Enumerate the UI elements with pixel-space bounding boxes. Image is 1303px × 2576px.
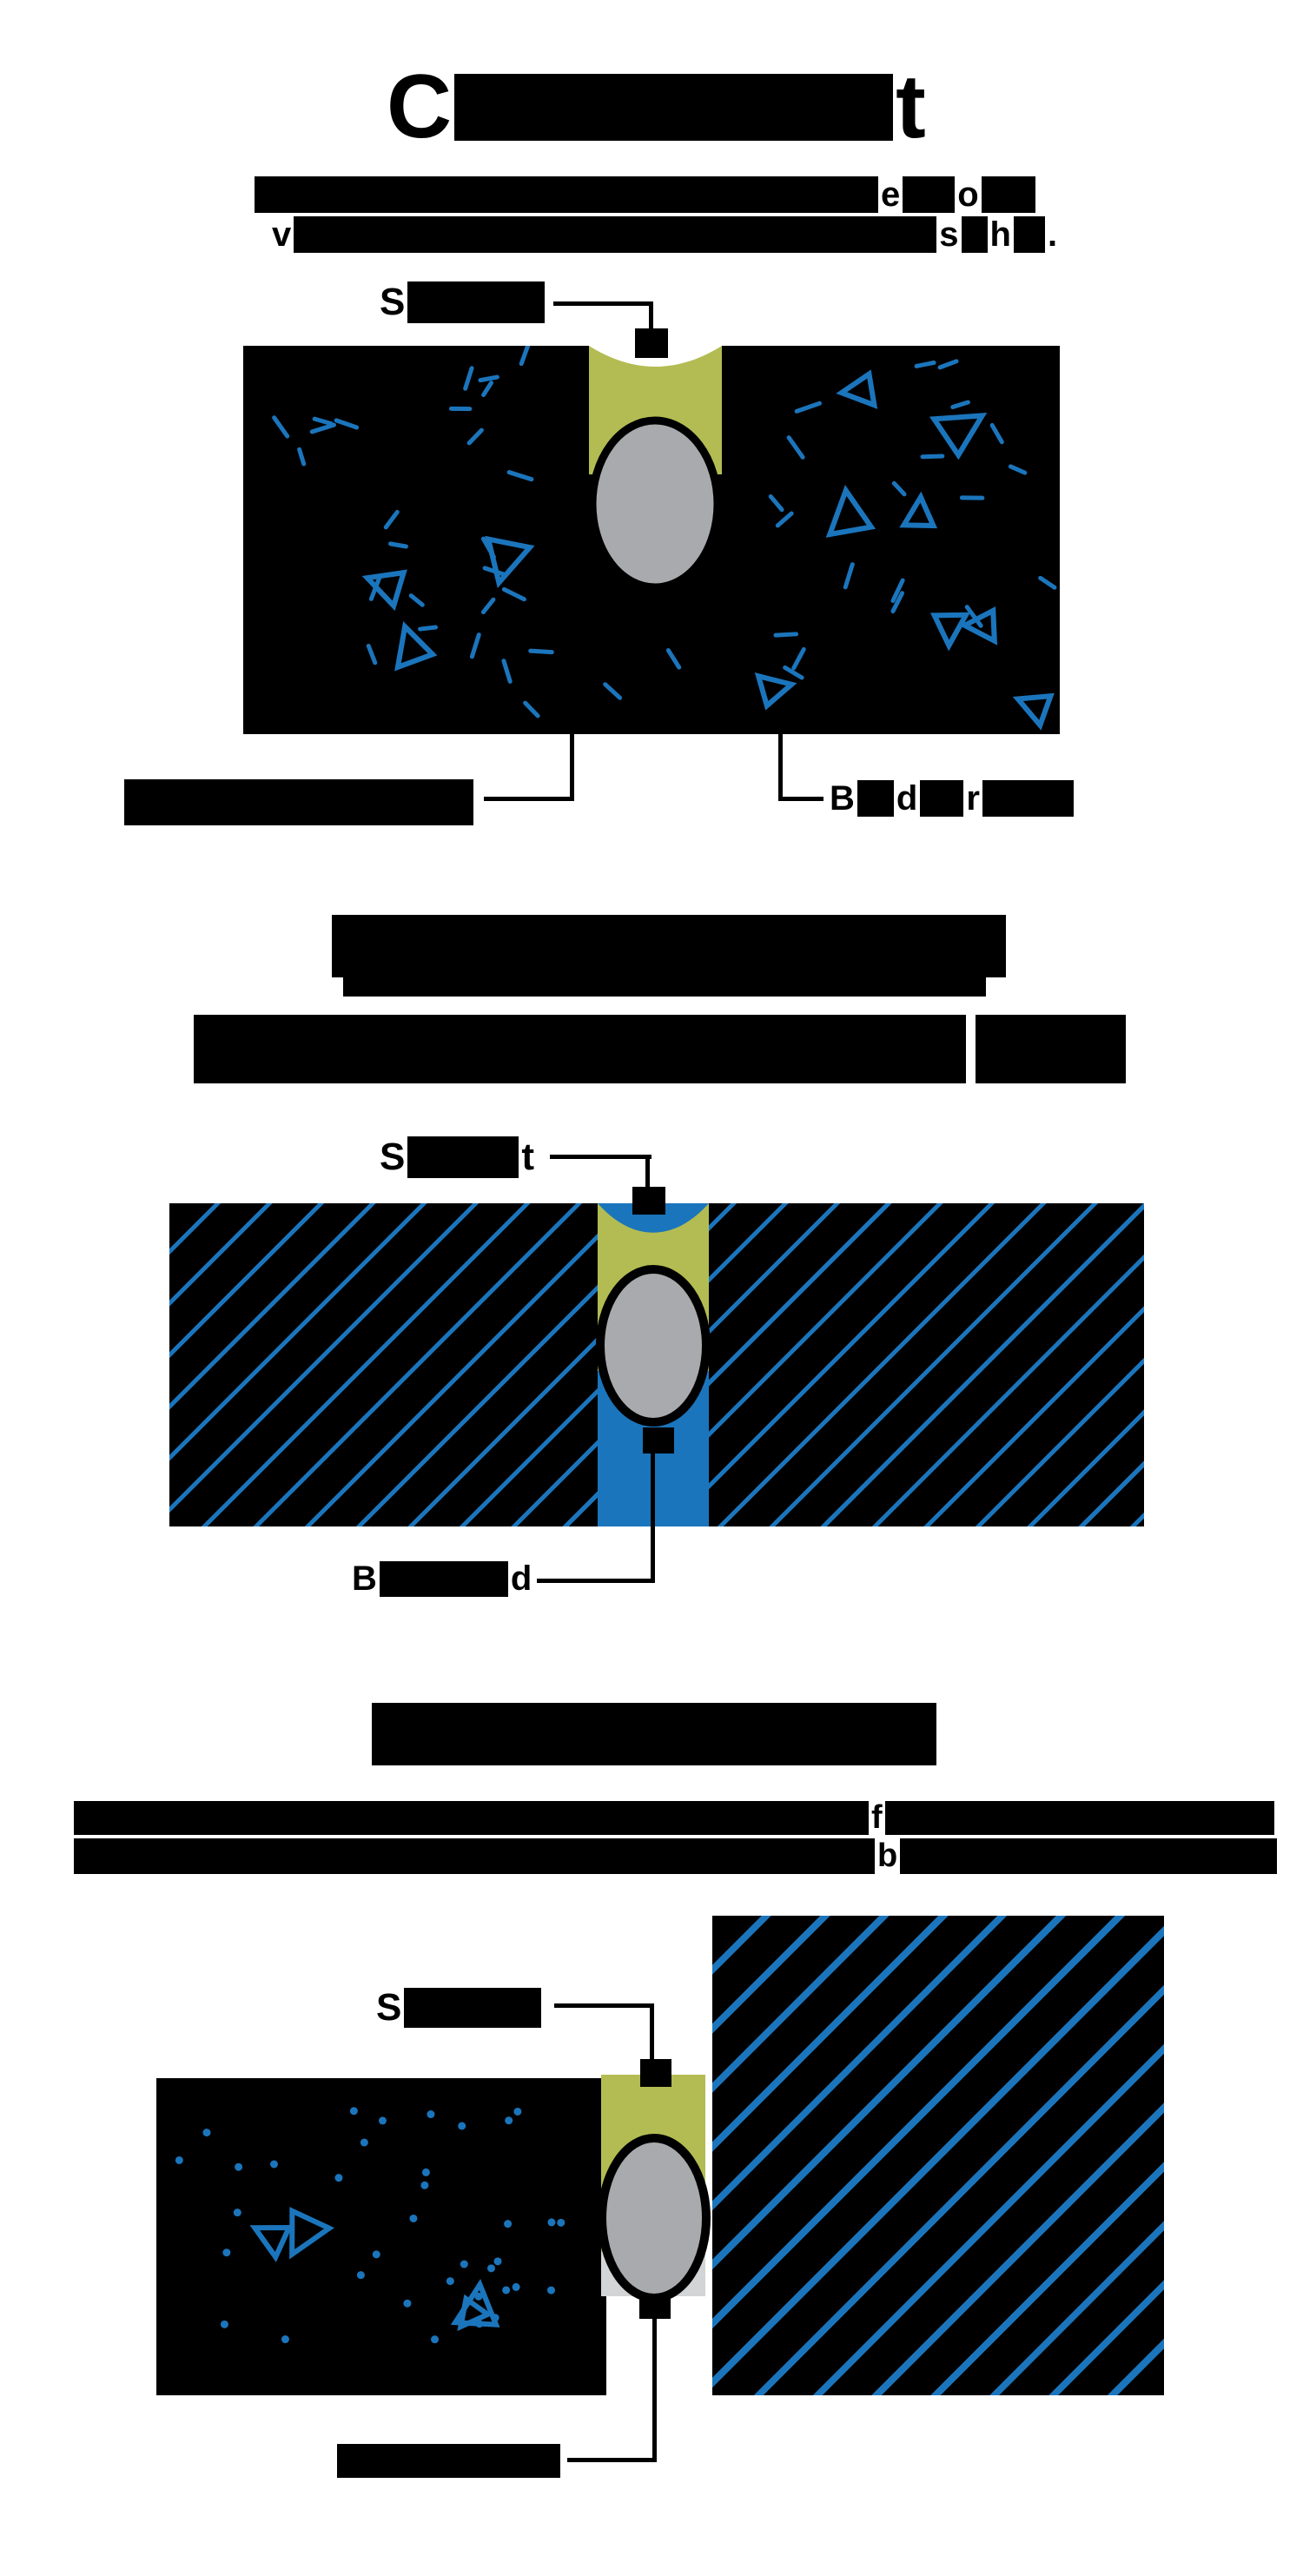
redaction-bar: [404, 1988, 542, 2028]
redaction-bar: [343, 977, 986, 997]
letter-fragment: S: [380, 1136, 406, 1178]
marker-sealant-3: [640, 2059, 671, 2087]
redaction-bar: [884, 1801, 1274, 1835]
section3-subtitle-line1: f: [74, 1801, 1274, 1835]
redaction-bar: [407, 1136, 519, 1178]
letter-fragment: d: [510, 1560, 532, 1598]
redaction-bar: [294, 216, 937, 253]
letter-fragment: S: [380, 281, 406, 323]
redaction-bar: [372, 1703, 936, 1765]
gray-strip-3: [601, 2252, 705, 2296]
leader-line: [650, 2003, 654, 2063]
leader-line: [553, 301, 653, 306]
letter-fragment: b: [877, 1838, 898, 1874]
letter-fragment: C: [387, 56, 453, 157]
redaction-bar: [379, 1561, 508, 1597]
redaction-bar: [976, 1015, 1126, 1083]
letter-fragment: t: [521, 1136, 535, 1178]
redaction-bar: [857, 780, 894, 817]
letter-gap: [969, 1015, 973, 1083]
redaction-bar: [74, 1838, 875, 1874]
redaction-bar: [982, 780, 1074, 817]
letter-fragment: s: [939, 215, 959, 254]
redaction-bar: [194, 1015, 966, 1083]
marker-backer-3: [639, 2295, 671, 2319]
leader-line: [778, 734, 783, 801]
redaction-bar: [903, 176, 956, 213]
letter-fragment: r: [966, 779, 980, 818]
letter-fragment: o: [957, 175, 979, 214]
sealant-3: [601, 2075, 705, 2252]
redaction-bar: [1013, 216, 1045, 253]
letter-fragment: e: [881, 175, 901, 214]
hatched-panel-3-right: [712, 1916, 1164, 2395]
redaction-bar: [900, 1838, 1278, 1874]
redaction-bar: [920, 780, 964, 817]
backer-rod-3: [598, 2134, 711, 2302]
leader-line: [651, 1454, 655, 1583]
sealant-label-1: S: [380, 281, 546, 323]
concrete-panel-1: [243, 346, 1060, 734]
letter-fragment: v: [272, 215, 292, 254]
letter-fragment: B: [830, 779, 855, 818]
letter-fragment: B: [352, 1560, 377, 1598]
sealant-label-3: S: [376, 1986, 542, 2029]
dotted-panel-3-left: [156, 2078, 606, 2395]
redaction-bar: [454, 74, 894, 141]
material-label-1: [124, 779, 473, 825]
section2-title-descender: [343, 977, 986, 997]
leader-line: [778, 797, 823, 801]
leader-line: [550, 1155, 652, 1159]
redaction-bar: [961, 216, 988, 253]
leader-line: [652, 2319, 657, 2462]
leader-line: [645, 1155, 650, 1191]
redaction-bar: [124, 779, 473, 825]
section3-subtitle-line2: b: [74, 1838, 1278, 1874]
leader-line: [649, 301, 653, 333]
section2-subtitle: [194, 1015, 1126, 1083]
leader-line: [567, 2458, 657, 2462]
letter-fragment: d: [896, 779, 918, 818]
section2-title: [332, 915, 1006, 977]
hatched-panel-2: [169, 1203, 1144, 1526]
letter-fragment: .: [1047, 215, 1058, 254]
redaction-bar: [332, 915, 1006, 977]
redaction-bar: [74, 1801, 869, 1835]
leader-line: [570, 734, 574, 801]
letter-fragment: S: [376, 1986, 402, 2029]
leader-line: [484, 797, 574, 801]
letter-fragment: f: [871, 1799, 883, 1836]
redaction-bar: [981, 176, 1035, 213]
section3-title: [372, 1703, 936, 1765]
redaction-bar: [337, 2444, 560, 2478]
redaction-bar: [255, 176, 878, 213]
letter-fragment: h: [989, 215, 1011, 254]
leader-line: [537, 1579, 655, 1583]
redaction-bar: [407, 281, 546, 323]
backer-label-3: [337, 2444, 560, 2478]
leader-line: [554, 2003, 654, 2008]
letter-fragment: t: [896, 56, 926, 157]
